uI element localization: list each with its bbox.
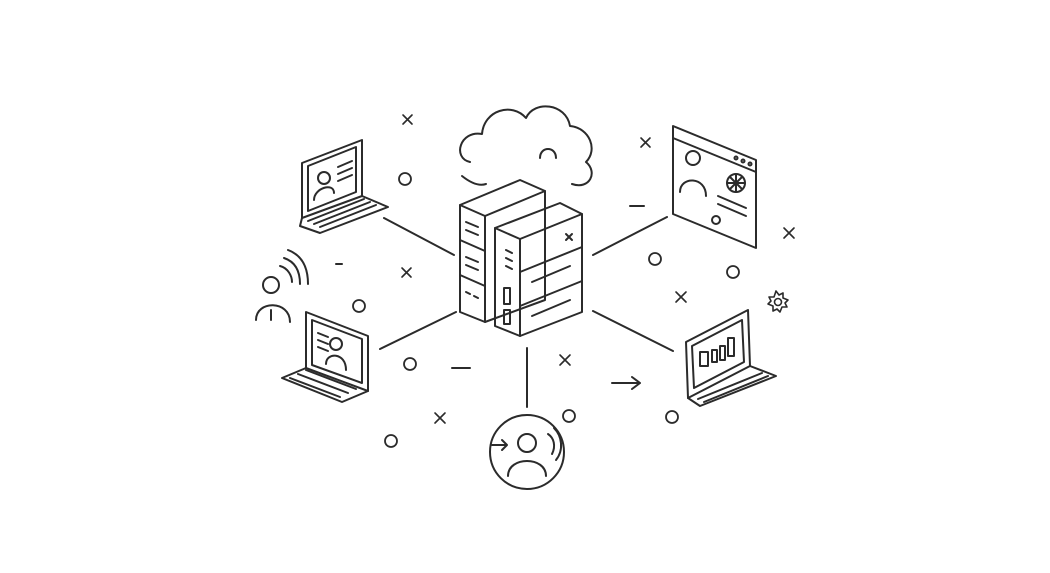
connector-top-left xyxy=(383,217,455,256)
dash-mark xyxy=(335,205,645,369)
user-circle-arrow-icon xyxy=(489,414,565,490)
arrow-right-icon xyxy=(611,376,641,390)
cloud-icon xyxy=(459,105,593,187)
connector-bottom-left xyxy=(379,311,457,350)
laptop-bar-chart-icon xyxy=(685,309,777,407)
laptop-profile-icon xyxy=(299,139,389,234)
sparkle-icon xyxy=(401,114,795,424)
user-broadcast-icon xyxy=(255,249,309,323)
server-rack-icon xyxy=(459,179,583,337)
connector-lines xyxy=(379,216,674,408)
laptop-profile-icon xyxy=(281,311,369,403)
circle-dot xyxy=(352,172,740,448)
connector-bottom-right xyxy=(592,310,674,352)
connector-top-right xyxy=(592,216,668,256)
browser-profile-icon xyxy=(672,125,757,249)
gear-icon xyxy=(767,290,789,313)
